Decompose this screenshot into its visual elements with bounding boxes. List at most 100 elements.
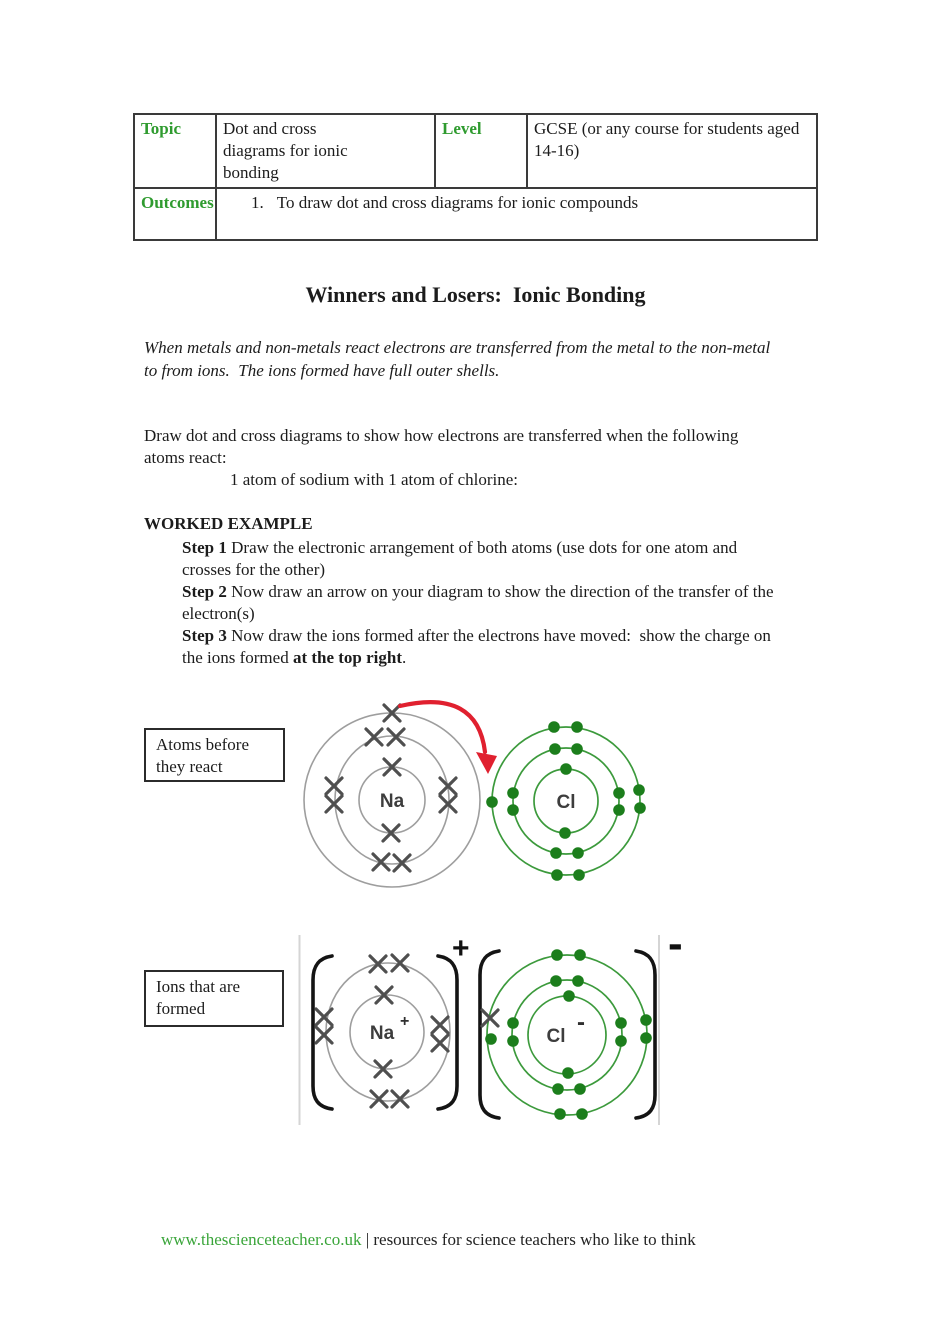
electron-dot: [615, 1035, 627, 1047]
chloride-ion-middle-shell: [511, 979, 623, 1091]
chloride-ion: -: [478, 919, 683, 1120]
electron-dot: [551, 869, 563, 881]
chlorine-symbol: Cl: [557, 792, 576, 813]
chloride-ion-symbol-charge: -: [577, 1009, 585, 1036]
electron-dot: [549, 743, 561, 755]
arrow-head: [476, 752, 497, 774]
topic-value-cell: Dot and cross diagrams for ionic bonding: [215, 113, 436, 189]
sodium-ion-left-bracket: [311, 954, 334, 1111]
intro-paragraph: When metals and non-metals react electro…: [144, 338, 775, 380]
electron-transfer-arrow: [397, 700, 497, 774]
step-3-text: Now draw the ions formed after the elect…: [182, 626, 776, 667]
footer: www.thescienceteacher.co.uk | resources …: [144, 1210, 696, 1270]
chloride-ion-inner-shell: [527, 995, 607, 1075]
sodium-ion-bracket-charge: +: [452, 932, 470, 965]
electron-cross: [324, 794, 344, 814]
electron-dot: [507, 1035, 519, 1047]
task-reaction-line: 1 atom of sodium with 1 atom of chlorine…: [230, 470, 519, 489]
info-table: Topic Dot and cross diagrams for ionic b…: [133, 113, 818, 241]
outcomes-value-cell: 1.To draw dot and cross diagrams for ion…: [215, 187, 818, 241]
electron-dot: [572, 975, 584, 987]
sodium-ion: + Na +: [311, 932, 470, 1111]
sodium-ion-right-bracket: [436, 954, 459, 1111]
electron-dot: [507, 1017, 519, 1029]
electron-cross: [314, 1025, 334, 1045]
chloride-ion-right-bracket: [634, 949, 657, 1120]
electron-cross: [314, 1007, 334, 1027]
electron-cross: [430, 1033, 450, 1053]
electron-dot: [507, 804, 519, 816]
level-label-cell: Level: [434, 113, 528, 189]
footer-link[interactable]: www.thescienceteacher.co.uk: [161, 1230, 362, 1249]
step-3-bold-suffix: at the top right: [292, 648, 403, 667]
electron-dot: [572, 847, 584, 859]
sodium-middle-shell: [334, 735, 450, 865]
worked-example-step-3: Step 3 Now draw the ions formed after th…: [182, 625, 782, 669]
chloride-ion-symbol: Cl: [547, 1026, 566, 1047]
electron-cross: [324, 776, 344, 796]
topic-label-cell: Topic: [133, 113, 217, 189]
chloride-ion-left-bracket: [478, 949, 501, 1120]
worked-example-step-2: Step 2 Now draw an arrow on your diagram…: [182, 581, 782, 625]
electron-dot: [574, 1083, 586, 1095]
sodium-ion-inner-shell: [349, 994, 425, 1070]
sodium-ion-symbol: Na: [370, 1023, 395, 1044]
electron-dot: [571, 743, 583, 755]
electron-cross: [392, 853, 412, 873]
after-diagram-caption-box: Ions that are formed: [144, 970, 284, 1027]
level-label: Level: [442, 119, 482, 138]
sodium-symbol: Na: [380, 791, 405, 812]
worked-example-step-1: Step 1 Draw the electronic arrangement o…: [182, 537, 782, 581]
electron-dot: [576, 1108, 588, 1120]
electron-dot: [551, 949, 563, 961]
step-2-label: Step 2: [182, 582, 227, 601]
electron-dot: [563, 990, 575, 1002]
electron-dot: [633, 784, 645, 796]
sodium-electron-crosses: [324, 703, 458, 873]
after-diagram-caption: Ions that are formed: [156, 977, 245, 1018]
electron-dot: [554, 1108, 566, 1120]
topic-label: Topic: [141, 119, 182, 138]
task-instruction: Draw dot and cross diagrams to show how …: [144, 426, 743, 467]
electron-dot: [550, 847, 562, 859]
electron-dot: [507, 787, 519, 799]
electron-dot: [486, 796, 498, 808]
electron-dot: [640, 1032, 652, 1044]
outcomes-label-cell: Outcomes: [133, 187, 217, 241]
chlorine-atom: Cl: [486, 721, 646, 881]
electron-dot: [613, 804, 625, 816]
task-block: Draw dot and cross diagrams to show how …: [144, 425, 744, 491]
chloride-ion-outer-shell: [486, 954, 648, 1116]
chloride-ion-bracket-charge: -: [668, 919, 683, 968]
level-value: GCSE (or any course for students aged 14…: [534, 119, 804, 160]
electron-dot: [571, 721, 583, 733]
electron-dot: [485, 1033, 497, 1045]
before-reaction-diagram: Na: [303, 700, 646, 888]
before-diagram-caption-box: Atoms before they react: [144, 728, 285, 782]
electron-dot: [634, 802, 646, 814]
worked-example-heading: WORKED EXAMPLE: [144, 514, 313, 533]
step-1-label: Step 1: [182, 538, 227, 557]
ions-formed-diagram: + Na +: [298, 919, 683, 1125]
before-diagram-caption: Atoms before they react: [156, 735, 254, 776]
outcome-text: To draw dot and cross diagrams for ionic…: [276, 193, 639, 212]
electron-dot: [559, 827, 571, 839]
electron-dot: [548, 721, 560, 733]
footer-text: | resources for science teachers who lik…: [361, 1230, 696, 1249]
arrow-shaft: [397, 700, 488, 755]
electron-dot: [560, 763, 572, 775]
outcomes-label: Outcomes: [141, 193, 214, 212]
electron-cross: [430, 1015, 450, 1035]
electron-dot: [574, 949, 586, 961]
electron-dot: [615, 1017, 627, 1029]
chlorine-middle-shell: [512, 747, 620, 855]
electron-dot: [562, 1067, 574, 1079]
worked-example-steps: Step 1 Draw the electronic arrangement o…: [182, 537, 782, 669]
step-3-label: Step 3: [182, 626, 227, 645]
page-title: Winners and Losers: Ionic Bonding: [305, 282, 646, 307]
topic-value: Dot and cross diagrams for ionic bonding: [223, 119, 352, 182]
level-value-cell: GCSE (or any course for students aged 14…: [526, 113, 818, 189]
electron-dot: [552, 1083, 564, 1095]
